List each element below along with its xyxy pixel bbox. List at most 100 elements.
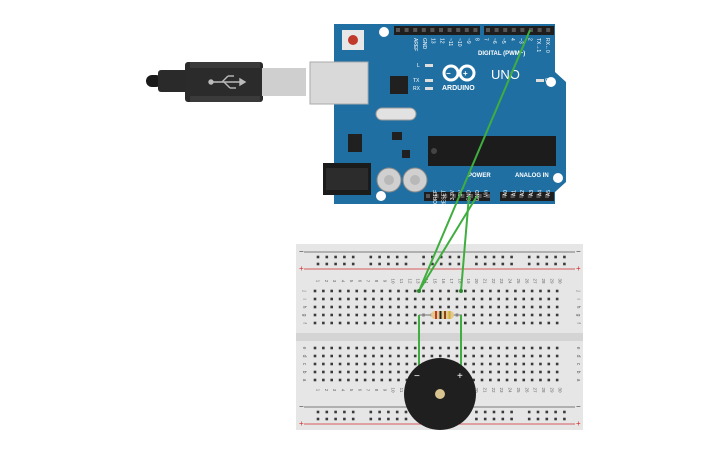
breadboard-hole[interactable] <box>480 305 484 309</box>
breadboard-hole[interactable] <box>338 321 342 325</box>
breadboard-hole[interactable] <box>447 289 450 293</box>
breadboard-hole[interactable] <box>447 297 450 301</box>
breadboard-hole[interactable] <box>334 417 337 421</box>
breadboard-hole[interactable] <box>413 321 417 325</box>
breadboard-hole[interactable] <box>497 289 500 293</box>
breadboard-hole[interactable] <box>522 321 526 325</box>
breadboard-hole[interactable] <box>472 305 475 309</box>
breadboard-hole[interactable] <box>388 313 392 317</box>
breadboard-hole[interactable] <box>405 362 409 366</box>
breadboard-hole[interactable] <box>330 354 333 358</box>
breadboard-hole[interactable] <box>313 378 317 382</box>
breadboard-hole[interactable] <box>330 370 333 374</box>
breadboard-hole[interactable] <box>527 262 531 266</box>
digital-header-left[interactable] <box>394 26 480 35</box>
breadboard-hole[interactable] <box>530 289 534 293</box>
breadboard-hole[interactable] <box>514 297 517 301</box>
breadboard-hole[interactable] <box>388 297 392 301</box>
breadboard-hole[interactable] <box>514 289 517 293</box>
breadboard-hole[interactable] <box>316 255 320 259</box>
breadboard-hole[interactable] <box>555 297 559 301</box>
breadboard-hole[interactable] <box>510 417 513 421</box>
breadboard-hole[interactable] <box>447 321 450 325</box>
breadboard-hole[interactable] <box>464 305 467 309</box>
breadboard-hole[interactable] <box>522 362 526 366</box>
breadboard-hole[interactable] <box>489 305 492 309</box>
breadboard-hole[interactable] <box>413 362 417 366</box>
breadboard-hole[interactable] <box>422 289 425 293</box>
breadboard-hole[interactable] <box>347 346 350 350</box>
breadboard-hole[interactable] <box>363 378 367 382</box>
breadboard-hole[interactable] <box>313 305 317 309</box>
breadboard-hole[interactable] <box>545 262 549 266</box>
breadboard-hole[interactable] <box>388 362 392 366</box>
breadboard-hole[interactable] <box>355 289 359 293</box>
breadboard-hole[interactable] <box>438 321 442 325</box>
breadboard-hole[interactable] <box>355 378 359 382</box>
breadboard-hole[interactable] <box>338 305 342 309</box>
breadboard-hole[interactable] <box>563 410 566 414</box>
breadboard-hole[interactable] <box>439 255 443 259</box>
breadboard-hole[interactable] <box>510 262 513 266</box>
breadboard-hole[interactable] <box>497 305 500 309</box>
breadboard-hole[interactable] <box>530 370 534 374</box>
breadboard-hole[interactable] <box>330 305 333 309</box>
breadboard-hole[interactable] <box>347 321 350 325</box>
breadboard-hole[interactable] <box>355 297 359 301</box>
breadboard-hole[interactable] <box>464 362 467 366</box>
breadboard-hole[interactable] <box>539 354 542 358</box>
breadboard-hole[interactable] <box>514 346 517 350</box>
breadboard-hole[interactable] <box>338 313 342 317</box>
breadboard-hole[interactable] <box>413 297 417 301</box>
breadboard-hole[interactable] <box>497 354 500 358</box>
breadboard-hole[interactable] <box>554 255 557 259</box>
breadboard-hole[interactable] <box>430 305 434 309</box>
breadboard-hole[interactable] <box>497 362 500 366</box>
breadboard-hole[interactable] <box>483 255 487 259</box>
breadboard-hole[interactable] <box>563 417 566 421</box>
breadboard-hole[interactable] <box>492 262 496 266</box>
breadboard-hole[interactable] <box>397 321 400 325</box>
breadboard-hole[interactable] <box>547 362 551 366</box>
breadboard-hole[interactable] <box>347 378 350 382</box>
breadboard-hole[interactable] <box>422 321 425 325</box>
breadboard-hole[interactable] <box>501 417 505 421</box>
breadboard-hole[interactable] <box>505 354 509 358</box>
breadboard-hole[interactable] <box>405 354 409 358</box>
breadboard-hole[interactable] <box>334 262 337 266</box>
breadboard-hole[interactable] <box>387 410 390 414</box>
breadboard-hole[interactable] <box>347 297 350 301</box>
breadboard-hole[interactable] <box>380 321 384 325</box>
breadboard-hole[interactable] <box>372 305 375 309</box>
breadboard-hole[interactable] <box>489 378 492 382</box>
breadboard-hole[interactable] <box>325 262 329 266</box>
breadboard-hole[interactable] <box>397 346 400 350</box>
breadboard-hole[interactable] <box>387 262 390 266</box>
breadboard-hole[interactable] <box>388 305 392 309</box>
breadboard-hole[interactable] <box>522 370 526 374</box>
breadboard-hole[interactable] <box>316 262 320 266</box>
breadboard-hole[interactable] <box>527 417 531 421</box>
breadboard-hole[interactable] <box>555 346 559 350</box>
breadboard-hole[interactable] <box>395 410 399 414</box>
breadboard-hole[interactable] <box>464 354 467 358</box>
breadboard-hole[interactable] <box>430 321 434 325</box>
breadboard-hole[interactable] <box>355 370 359 374</box>
breadboard-hole[interactable] <box>343 410 346 414</box>
breadboard-hole[interactable] <box>554 410 557 414</box>
breadboard-hole[interactable] <box>405 297 409 301</box>
breadboard-hole[interactable] <box>388 346 392 350</box>
breadboard-hole[interactable] <box>505 305 509 309</box>
breadboard-hole[interactable] <box>347 370 350 374</box>
breadboard-hole[interactable] <box>563 255 566 259</box>
breadboard-hole[interactable] <box>363 297 367 301</box>
breadboard-hole[interactable] <box>492 410 496 414</box>
breadboard-hole[interactable] <box>338 362 342 366</box>
breadboard-hole[interactable] <box>492 417 496 421</box>
breadboard-hole[interactable] <box>430 354 434 358</box>
breadboard-hole[interactable] <box>480 362 484 366</box>
breadboard-hole[interactable] <box>330 321 333 325</box>
breadboard-hole[interactable] <box>530 305 534 309</box>
breadboard-hole[interactable] <box>313 370 317 374</box>
